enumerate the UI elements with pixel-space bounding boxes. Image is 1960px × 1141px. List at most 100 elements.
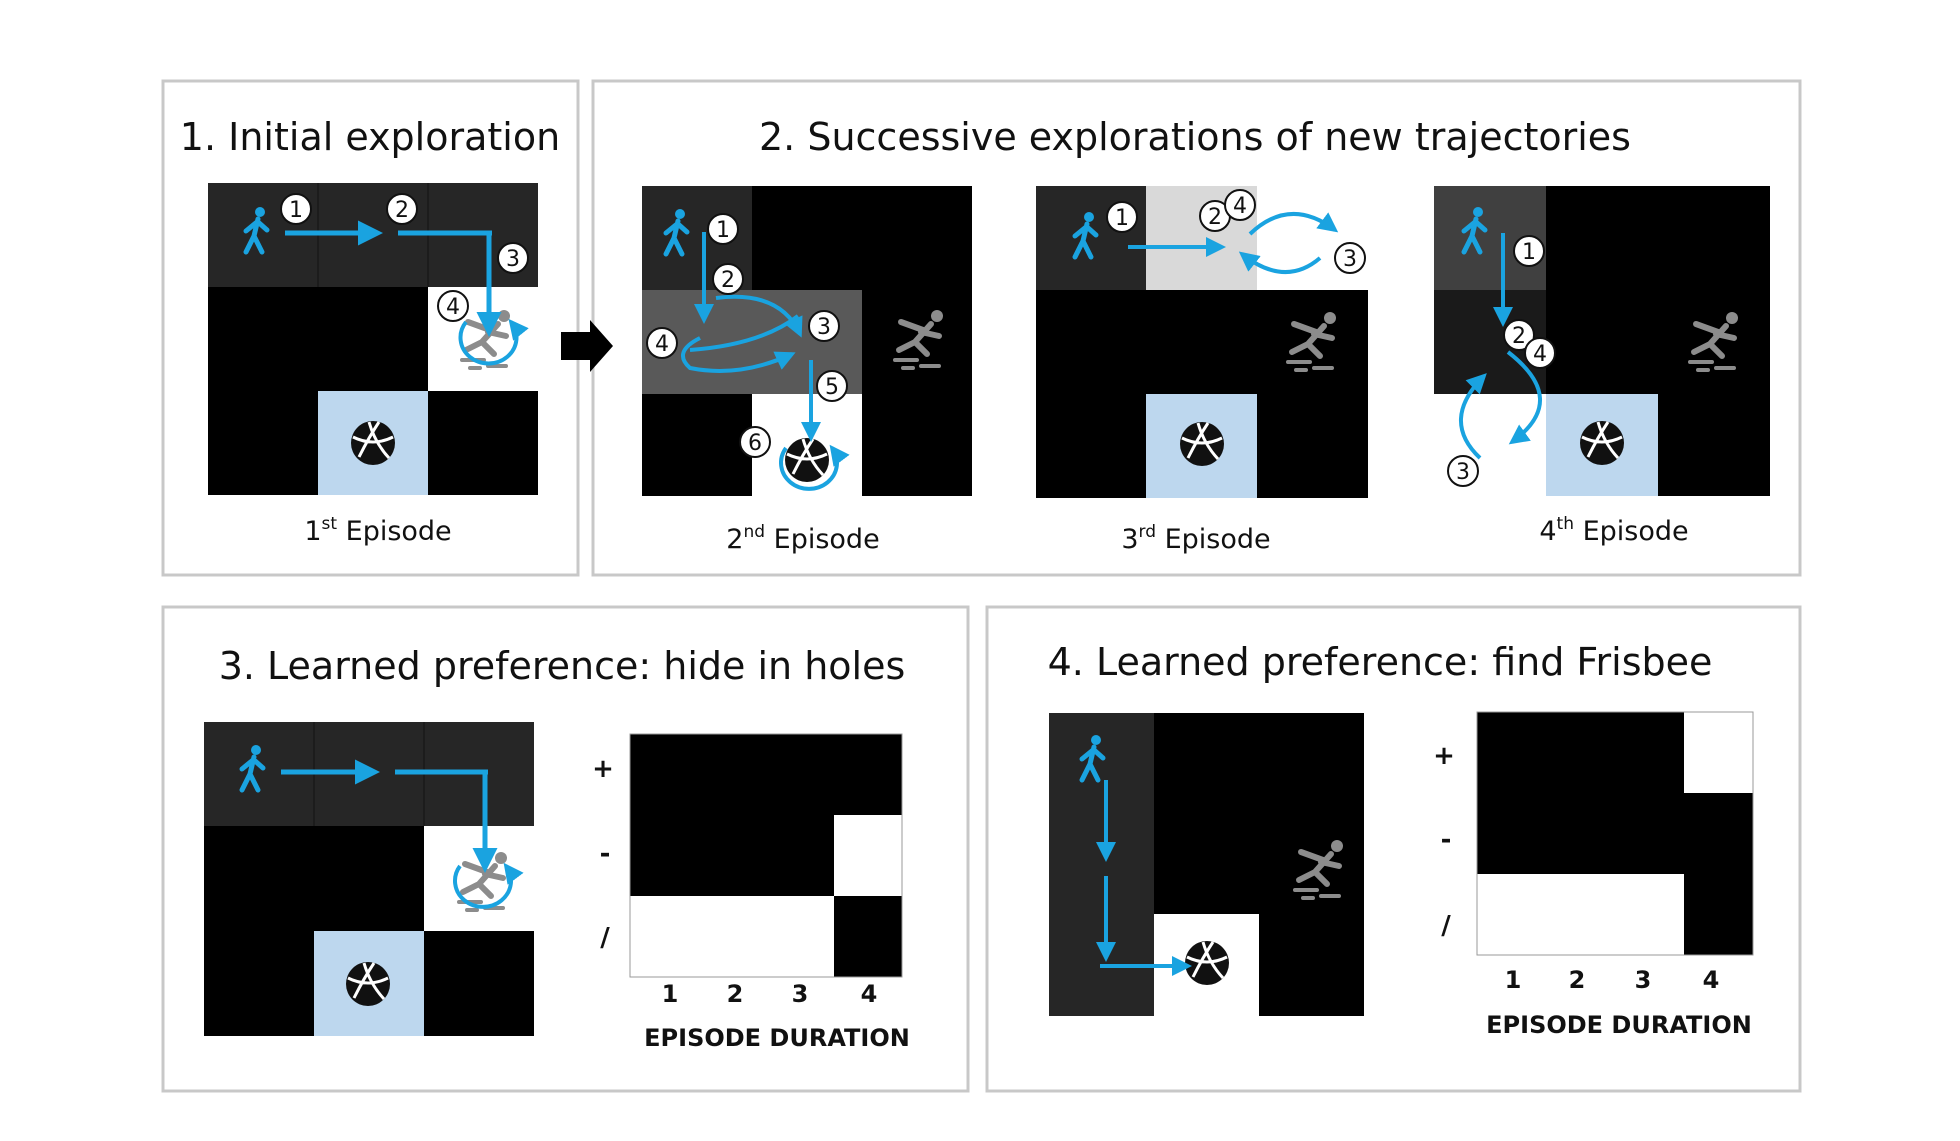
panel-2-title: 2. Successive explorations of new trajec…	[759, 115, 1631, 159]
preference-cell	[1684, 712, 1753, 793]
panel-4-title: 4. Learned preference: find Frisbee	[1048, 640, 1713, 684]
panel-3-border	[161, 605, 970, 1093]
step-marker: 1	[1106, 201, 1138, 233]
step-marker: 4	[1224, 189, 1256, 221]
grid-learned-holes	[204, 722, 534, 1036]
x-tick: 3	[1635, 966, 1652, 994]
panel-4-border	[985, 605, 1802, 1093]
x-tick: 3	[792, 980, 809, 1008]
svg-text:4: 4	[655, 332, 669, 357]
preference-cell	[630, 896, 698, 977]
episode-2-caption: 2nd Episode	[726, 522, 879, 555]
step-marker: 2	[1199, 200, 1231, 232]
episode-4-caption: 4th Episode	[1539, 514, 1688, 547]
volleyball-icon	[1578, 419, 1626, 467]
volleyball-icon	[783, 436, 831, 484]
step-marker: 4	[1524, 337, 1556, 369]
svg-text:2: 2	[1512, 324, 1526, 349]
step-marker: 1	[280, 193, 312, 225]
preference-cell	[1615, 793, 1684, 874]
row-label-plus: +	[592, 754, 614, 784]
svg-text:4: 4	[1533, 342, 1547, 367]
preference-cell	[1615, 712, 1684, 793]
preference-cell	[766, 815, 834, 896]
grid-episode-2: 1 2 3 4 5 6	[642, 186, 972, 496]
preference-cell	[1546, 712, 1615, 793]
preference-cell	[1477, 874, 1546, 955]
preference-cell	[698, 896, 766, 977]
svg-text:2: 2	[1208, 205, 1222, 230]
step-marker: 6	[739, 426, 771, 458]
grid-episode-1: 1 2 3 4	[208, 183, 538, 495]
grid-episode-3: 1 2 4 3	[1036, 186, 1368, 498]
volleyball-icon	[1183, 939, 1231, 987]
row-label-slash: /	[1441, 911, 1451, 941]
x-tick: 1	[662, 980, 679, 1008]
episode-1-caption: 1st Episode	[304, 514, 451, 547]
svg-text:1: 1	[1522, 240, 1536, 265]
x-tick: 1	[1505, 966, 1522, 994]
svg-text:4: 4	[446, 295, 460, 320]
panel-1-border	[161, 79, 580, 577]
svg-text:6: 6	[748, 431, 762, 456]
step-marker: 3	[497, 242, 529, 274]
preference-cell	[1546, 793, 1615, 874]
volleyball-icon	[344, 960, 392, 1008]
panel-1-title: 1. Initial exploration	[180, 115, 560, 159]
episode-3-caption: 3rd Episode	[1121, 522, 1270, 555]
step-marker: 4	[646, 327, 678, 359]
preference-cell	[766, 896, 834, 977]
right-arrow-icon	[561, 320, 613, 372]
volleyball-icon	[1178, 420, 1226, 468]
grid-learned-frisbee	[1049, 713, 1364, 1016]
preference-cell	[1477, 712, 1546, 793]
preference-cell	[834, 734, 902, 815]
row-label-minus: -	[600, 839, 611, 869]
preference-cell	[1684, 793, 1753, 874]
grid-episode-4: 1 2 4 3	[1434, 186, 1770, 496]
preference-cell	[766, 734, 834, 815]
svg-text:3: 3	[1343, 247, 1357, 272]
preference-chart-3: + - / 1 2 3 4 EPISODE DURATION	[592, 733, 910, 1052]
svg-text:1: 1	[1115, 206, 1129, 231]
x-axis-title: EPISODE DURATION	[1486, 1011, 1752, 1039]
svg-text:1: 1	[289, 198, 303, 223]
row-label-minus: -	[1441, 825, 1452, 855]
step-marker: 1	[1513, 235, 1545, 267]
svg-text:4: 4	[1233, 194, 1247, 219]
svg-text:3: 3	[817, 315, 831, 340]
x-tick: 2	[1569, 966, 1586, 994]
step-marker: 3	[1447, 455, 1479, 487]
svg-text:5: 5	[825, 375, 839, 400]
svg-text:3: 3	[506, 247, 520, 272]
x-tick: 4	[1703, 966, 1720, 994]
step-marker: 4	[437, 290, 469, 322]
x-tick: 2	[727, 980, 744, 1008]
step-marker: 2	[386, 193, 418, 225]
preference-chart-4: + - / 1 2 3 4 EPISODE DURATION	[1433, 711, 1754, 1039]
preference-cell	[1615, 874, 1684, 955]
row-label-plus: +	[1433, 741, 1455, 771]
x-axis-title: EPISODE DURATION	[644, 1024, 910, 1052]
step-marker: 3	[1334, 242, 1366, 274]
preference-cell	[630, 734, 698, 815]
preference-cell	[1477, 793, 1546, 874]
volleyball-icon	[349, 419, 397, 467]
preference-cell	[834, 815, 902, 896]
preference-cell	[698, 815, 766, 896]
step-marker: 2	[712, 263, 744, 295]
step-marker: 5	[816, 370, 848, 402]
preference-cell	[630, 815, 698, 896]
step-marker: 2	[1503, 319, 1535, 351]
svg-text:3: 3	[1456, 460, 1470, 485]
panel-3-title: 3. Learned preference: hide in holes	[219, 644, 906, 688]
svg-text:2: 2	[395, 198, 409, 223]
x-tick: 4	[861, 980, 878, 1008]
svg-text:2: 2	[721, 268, 735, 293]
step-marker: 1	[707, 213, 739, 245]
row-label-slash: /	[600, 923, 610, 953]
svg-text:1: 1	[716, 218, 730, 243]
preference-cell	[1684, 874, 1753, 955]
step-marker: 3	[808, 310, 840, 342]
